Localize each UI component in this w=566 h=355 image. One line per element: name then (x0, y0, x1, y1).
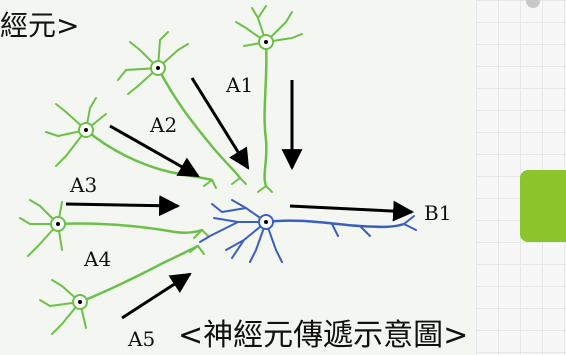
neuron-a4 (20, 200, 208, 256)
neuron-diagram: A1 A2 A3 A4 A5 B1 (0, 0, 476, 355)
green-block (520, 170, 566, 242)
label-b1: B1 (424, 201, 451, 225)
label-a1: A1 (225, 73, 253, 97)
label-a5: A5 (127, 327, 155, 351)
label-a3: A3 (69, 173, 97, 197)
arrow-a3 (66, 204, 178, 206)
label-a4: A4 (83, 247, 111, 271)
label-a2: A2 (149, 113, 177, 137)
arrow-b1 (290, 206, 412, 212)
arrows (66, 78, 412, 318)
diagram-caption: <神經元傳遞示意圖> (178, 310, 468, 354)
